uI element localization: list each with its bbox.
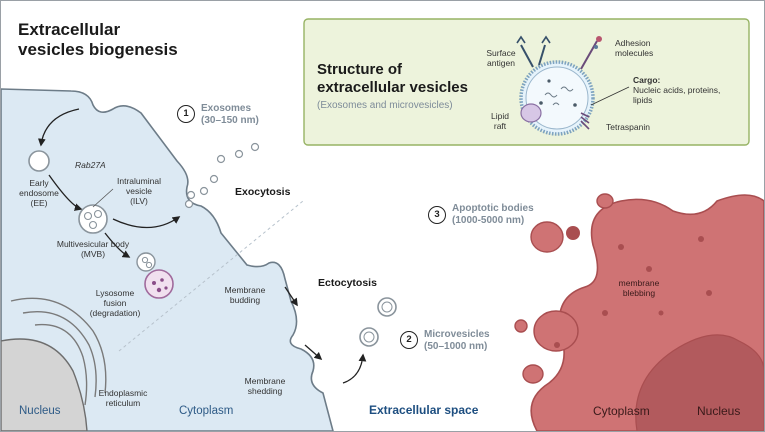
microvesicles <box>359 297 397 347</box>
arrow-budding <box>284 286 298 307</box>
mvb-line1: Multivesicular body <box>56 239 130 249</box>
structure-box-subtitle: (Exosomes and microvesicles) <box>317 100 453 111</box>
membrane-budding-line2: budding <box>229 295 261 305</box>
surface-antigen-line1: Surface <box>486 48 516 58</box>
surface-antigen-line2: antigen <box>487 58 515 68</box>
er-line1: Endoplasmic <box>98 388 148 398</box>
early-endosome-line2: endosome <box>19 188 59 198</box>
membrane-blebbing-line2: blebbing <box>622 288 656 298</box>
structure-box-title-line2: extracellular vesicles <box>317 79 468 96</box>
region-extracellular-space: Extracellular space <box>369 403 479 417</box>
cargo-label: Cargo: <box>633 75 661 85</box>
lysosome <box>136 252 174 299</box>
membrane-shedding-line2: shedding <box>247 386 283 396</box>
arrow-to-microvesicles <box>342 353 367 384</box>
nucleus-left <box>1 338 88 431</box>
ilv-line3: (ILV) <box>130 196 148 206</box>
region-cytoplasm-right: Cytoplasm <box>593 404 650 418</box>
apoptotic-size: (1000-5000 nm) <box>452 215 525 226</box>
early-endosome <box>28 150 50 172</box>
exosomes-label: Exosomes <box>201 103 252 114</box>
region-cytoplasm-left: Cytoplasm <box>179 405 234 417</box>
mvb-line2: (MVB) <box>80 249 106 259</box>
adhesion-line1: Adhesion <box>615 38 651 48</box>
lysosome-line3: (degradation) <box>89 308 141 318</box>
diagram-title-line2: vesicles biogenesis <box>18 40 178 59</box>
microvesicles-size: (50–1000 nm) <box>424 341 488 352</box>
lipid-raft-line1: Lipid <box>491 111 509 121</box>
early-endosome-line3: (EE) <box>30 198 48 208</box>
apoptotic-label: Apoptotic bodies <box>452 203 534 214</box>
structure-box-title-line1: Structure of <box>317 61 403 78</box>
arrow-mvb-to-exocytosis <box>112 216 181 229</box>
er-line2: reticulum <box>105 398 141 408</box>
lysosome-line1: Lysosome <box>95 288 135 298</box>
exocytosis-label: Exocytosis <box>235 186 291 198</box>
exosomes-number: 1 <box>177 105 195 123</box>
membrane-budding-line1: Membrane <box>224 285 266 295</box>
tetraspanin-label: Tetraspanin <box>606 122 650 132</box>
multivesicular-body <box>78 204 108 234</box>
cargo-line2: lipids <box>633 95 653 105</box>
arrow-to-endosome <box>37 108 80 147</box>
ilv-pointer-line <box>92 188 114 208</box>
lipid-raft-line2: raft <box>493 121 507 131</box>
region-nucleus-left: Nucleus <box>19 405 61 417</box>
apoptotic-number: 3 <box>428 206 446 224</box>
membrane-blebbing-line1: membrane <box>618 278 660 288</box>
cargo-line1: Nucleic acids, proteins, <box>633 85 721 95</box>
diagram-title-line1: Extracellular <box>18 20 121 39</box>
arrow-shedding <box>304 344 323 361</box>
vesicle-structure-illustration <box>516 35 630 136</box>
region-nucleus-right: Nucleus <box>697 404 741 418</box>
microvesicles-label: Microvesicles <box>424 329 490 340</box>
apoptotic-cell <box>530 194 764 431</box>
adhesion-line2: molecules <box>615 48 654 58</box>
apoptotic-body-dot <box>554 342 560 348</box>
rab27a-label: Rab27A <box>75 160 106 170</box>
ectocytosis-label: Ectocytosis <box>318 277 377 289</box>
arrow-to-lysosome <box>104 232 131 258</box>
cell-body <box>1 88 334 431</box>
exosomes-size: (30–150 nm) <box>201 115 259 126</box>
lysosome-line2: fusion <box>103 298 127 308</box>
exosome-cluster <box>184 142 260 209</box>
microvesicles-number: 2 <box>400 331 418 349</box>
ilv-line1: Intraluminal <box>117 176 161 186</box>
apoptotic-bodies <box>514 193 614 384</box>
arrow-to-mvb <box>48 174 83 211</box>
membrane-shedding-line1: Membrane <box>244 376 286 386</box>
early-endosome-line1: Early <box>29 178 49 188</box>
ilv-line2: vesicle <box>126 186 152 196</box>
endoplasmic-reticulum <box>10 297 107 406</box>
